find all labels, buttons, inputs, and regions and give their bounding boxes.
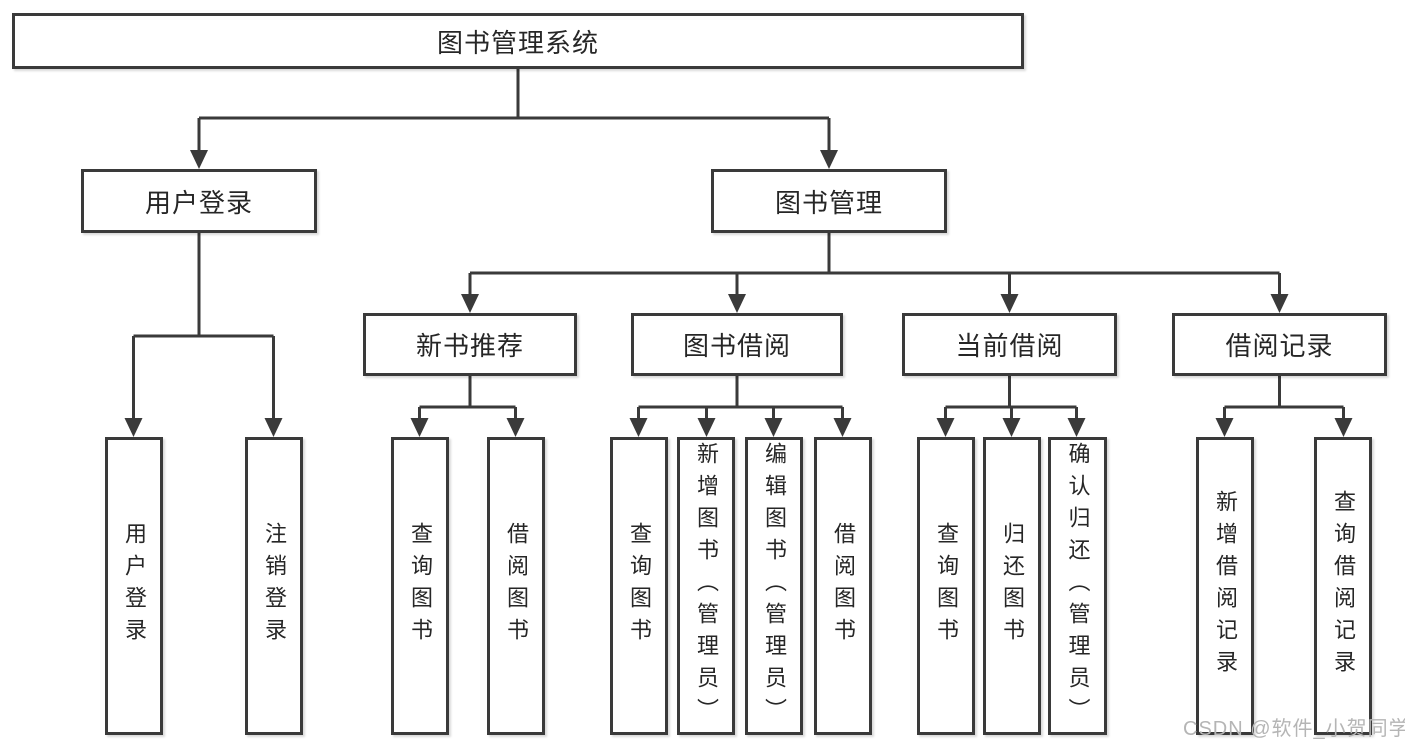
- node-book-management: 图书管理: [711, 169, 947, 233]
- leaf-add-borrow-record: 新增借阅记录: [1196, 437, 1254, 735]
- connector-book-management-branch: [468, 233, 1281, 299]
- leaf-query-books-borrowing: 查询图书: [610, 437, 668, 735]
- leaf-query-books-current-label: 查询图书: [934, 522, 959, 650]
- csdn-watermark: CSDN @软件_小贺同学: [1183, 718, 1405, 740]
- leaf-borrow-books-recommend: 借阅图书: [487, 437, 545, 735]
- leaf-confirm-return-admin: 确认归还（管理员）: [1048, 437, 1107, 735]
- leaf-query-books-borrowing-label: 查询图书: [627, 522, 652, 650]
- leaf-query-books-current: 查询图书: [917, 437, 975, 735]
- leaf-add-books-admin-label: 新增图书（管理员）: [694, 442, 719, 730]
- leaf-user-login-label: 用户登录: [122, 522, 147, 650]
- leaf-confirm-return-admin-label: 确认归还（管理员）: [1065, 442, 1091, 730]
- leaf-query-books-recommend: 查询图书: [391, 437, 449, 735]
- leaf-logout: 注销登录: [245, 437, 303, 735]
- leaf-edit-books-admin: 编辑图书（管理员）: [745, 437, 803, 735]
- node-new-book-recommendation: 新书推荐: [363, 313, 577, 376]
- leaf-edit-books-admin-label: 编辑图书（管理员）: [762, 442, 787, 730]
- leaf-query-borrow-record-label: 查询借阅记录: [1331, 490, 1356, 682]
- node-current-borrowing: 当前借阅: [902, 313, 1117, 376]
- connector-new-book-branch: [418, 376, 517, 423]
- leaf-add-borrow-record-label: 新增借阅记录: [1213, 490, 1238, 682]
- connector-borrowing-records-branch: [1223, 376, 1345, 423]
- connector-book-borrowing-branch: [637, 376, 844, 423]
- node-current-borrowing-label: 当前借阅: [955, 331, 1064, 361]
- leaf-query-borrow-record: 查询借阅记录: [1314, 437, 1372, 735]
- leaf-add-books-admin: 新增图书（管理员）: [677, 437, 735, 735]
- node-borrowing-records-label: 借阅记录: [1225, 331, 1334, 361]
- leaf-user-login: 用户登录: [105, 437, 163, 735]
- node-user-login: 用户登录: [81, 169, 317, 233]
- node-borrowing-records: 借阅记录: [1172, 313, 1387, 376]
- node-book-borrowing-label: 图书借阅: [682, 331, 791, 361]
- leaf-query-books-recommend-label: 查询图书: [408, 522, 433, 650]
- node-book-management-label: 图书管理: [774, 187, 883, 218]
- node-root-label: 图书管理系统: [436, 27, 599, 58]
- leaf-return-books: 归还图书: [983, 437, 1041, 735]
- leaf-borrow-books-recommend-label: 借阅图书: [504, 522, 529, 650]
- connector-root-to-level2: [197, 69, 831, 155]
- leaf-return-books-label: 归还图书: [1000, 522, 1025, 650]
- node-book-borrowing: 图书借阅: [631, 313, 843, 376]
- connector-user-login-branch: [132, 233, 275, 423]
- leaf-borrow-books-borrowing-label: 借阅图书: [831, 522, 856, 650]
- node-root: 图书管理系统: [12, 13, 1024, 69]
- node-new-book-recommendation-label: 新书推荐: [415, 331, 524, 361]
- node-user-login-label: 用户登录: [144, 187, 253, 218]
- leaf-logout-label: 注销登录: [262, 522, 287, 650]
- leaf-borrow-books-borrowing: 借阅图书: [814, 437, 872, 735]
- connector-current-borrowing-branch: [944, 376, 1078, 423]
